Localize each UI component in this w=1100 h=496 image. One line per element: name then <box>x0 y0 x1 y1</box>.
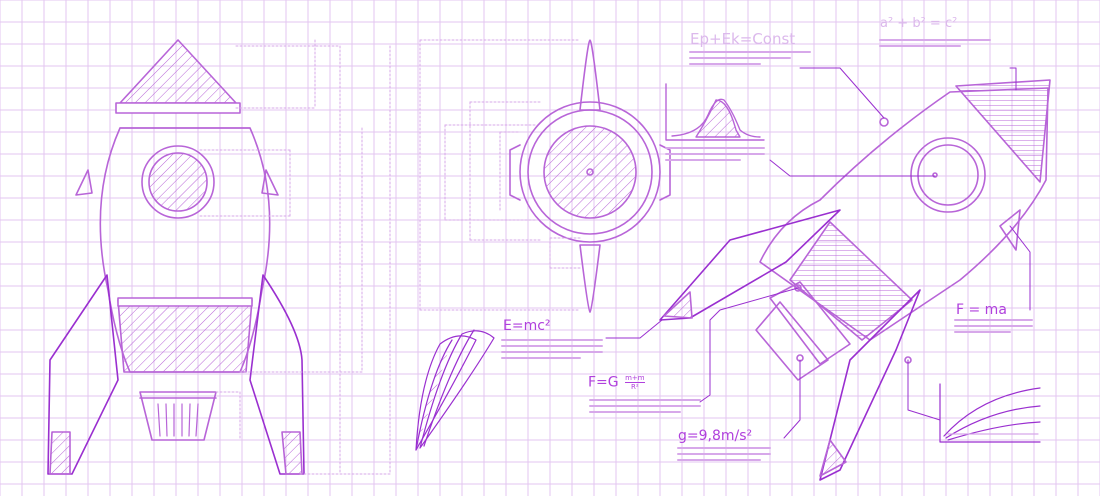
annotation-connectors <box>605 67 1031 439</box>
formula-gravity-prefix: F=G <box>588 374 619 391</box>
rocket-flying-icon <box>659 79 1051 481</box>
rocket-top-view-icon <box>509 39 671 313</box>
formula-mass-energy: E=mc² <box>503 318 551 334</box>
growth-curves-chart-icon <box>939 383 1041 443</box>
formula-ep-ek: Ep+Ek=Const <box>690 30 796 48</box>
dimension-lines-left <box>199 39 391 475</box>
bell-curve-chart-icon <box>665 83 765 141</box>
formula-gravity-numerator: m+m <box>625 374 645 383</box>
formula-newton-second: F = ma <box>956 302 1007 318</box>
wing-fins-sketch-icon <box>415 329 495 451</box>
formula-g-constant: g=9,8m/s² <box>678 428 753 444</box>
formula-underlines <box>501 39 1033 461</box>
bell-curve-underlines <box>665 147 765 161</box>
dimension-lines-middle <box>419 39 581 311</box>
formula-gravity-denominator: R² <box>631 383 639 391</box>
formula-gravity: F=G m+m R² <box>588 374 645 391</box>
formula-pythagoras: a² + b² = c² <box>880 16 958 31</box>
rocket-front-view-icon <box>47 39 305 475</box>
